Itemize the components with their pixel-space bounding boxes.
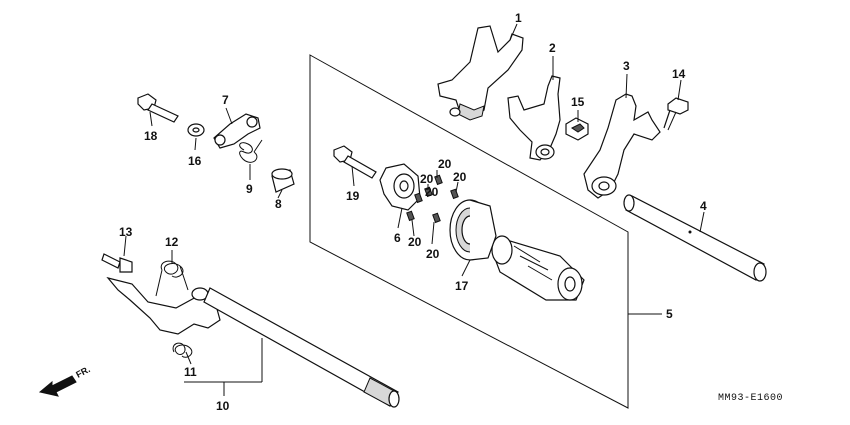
callout-16: 16 [188, 154, 202, 168]
callout-20-d: 20 [408, 235, 422, 249]
callout-9: 9 [246, 182, 253, 196]
callout-20-f: 20 [425, 185, 439, 199]
callout-8: 8 [275, 197, 282, 211]
stopper-arm-7[interactable] [213, 113, 261, 149]
callout-11: 11 [184, 365, 197, 379]
callout-14: 14 [672, 67, 686, 81]
callout-15: 15 [571, 95, 585, 109]
callout-2: 2 [549, 41, 556, 55]
bolt-14[interactable] [663, 97, 689, 131]
callout-13: 13 [119, 225, 133, 239]
callout-4: 4 [700, 199, 707, 213]
shift-fork-shaft-4[interactable] [623, 194, 767, 282]
collar-8[interactable] [271, 168, 295, 193]
bearing-17[interactable] [449, 199, 497, 261]
callout-7: 7 [222, 93, 229, 107]
callout-19: 19 [346, 189, 360, 203]
callout-3: 3 [623, 59, 630, 73]
bolt-19[interactable] [333, 145, 377, 179]
return-spring-9[interactable] [239, 139, 263, 163]
return-spring-12[interactable] [155, 260, 189, 297]
front-direction-arrow-icon [38, 375, 77, 397]
callout-1: 1 [515, 11, 522, 25]
guide-pin-15[interactable] [565, 117, 589, 141]
drum-center-plate-6[interactable] [379, 163, 421, 211]
callout-18: 18 [144, 129, 158, 143]
bolt-13[interactable] [101, 253, 133, 273]
shift-fork-1[interactable] [437, 25, 524, 121]
callout-5: 5 [666, 307, 673, 321]
callout-20-c: 20 [453, 170, 467, 184]
leader-lines [123, 23, 705, 396]
shift-drum[interactable] [491, 235, 585, 301]
gearshift-spindle-10[interactable] [106, 276, 400, 408]
callout-20-e: 20 [426, 247, 440, 261]
callout-10: 10 [216, 399, 230, 413]
washer-16[interactable] [187, 123, 205, 137]
callout-12: 12 [165, 235, 179, 249]
bolt-18[interactable] [137, 93, 179, 123]
callout-17: 17 [455, 279, 469, 293]
callout-20-b: 20 [420, 172, 434, 186]
front-direction-label: FR. [74, 364, 91, 380]
diagram-code: MM93-E1600 [718, 393, 783, 404]
callout-20-a: 20 [438, 157, 452, 171]
shift-fork-2[interactable] [507, 75, 561, 161]
assembly-outline-5 [309, 54, 629, 409]
callout-6: 6 [394, 231, 401, 245]
pins-20[interactable] [406, 174, 459, 224]
shift-fork-3[interactable] [583, 93, 661, 199]
spring-11[interactable] [172, 342, 193, 358]
